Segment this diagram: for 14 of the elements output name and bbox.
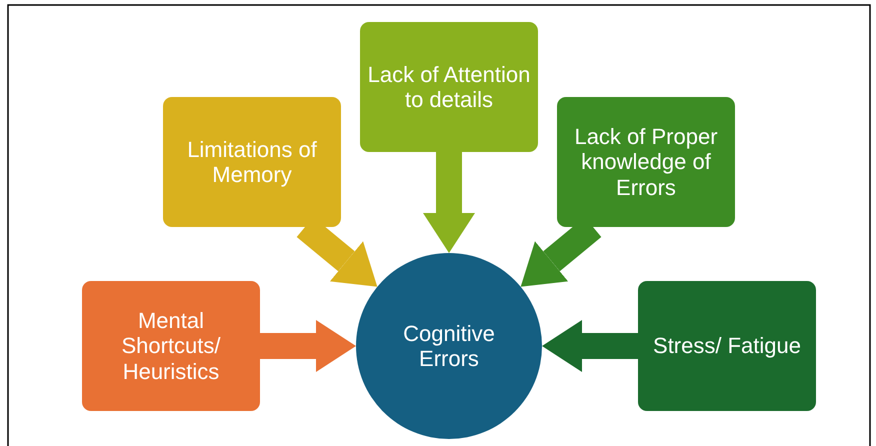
node-label: Limitations of Memory <box>186 136 318 188</box>
node-label: Stress/ Fatigue <box>653 333 801 359</box>
block-arrow <box>423 152 475 253</box>
block-arrow <box>542 320 638 372</box>
cause-box <box>638 281 816 411</box>
node-label: Lack of Proper knowledge of Errors <box>573 124 719 200</box>
cause-box <box>82 281 260 411</box>
node-label: Mental Shortcuts/ Heuristics <box>120 308 222 384</box>
cause-box <box>163 97 341 227</box>
node-label: Lack of Attention to details <box>366 62 532 112</box>
node-label: Cognitive Errors <box>402 320 496 372</box>
cause-box <box>557 97 735 227</box>
block-arrow <box>260 320 356 372</box>
cause-box <box>360 22 538 152</box>
